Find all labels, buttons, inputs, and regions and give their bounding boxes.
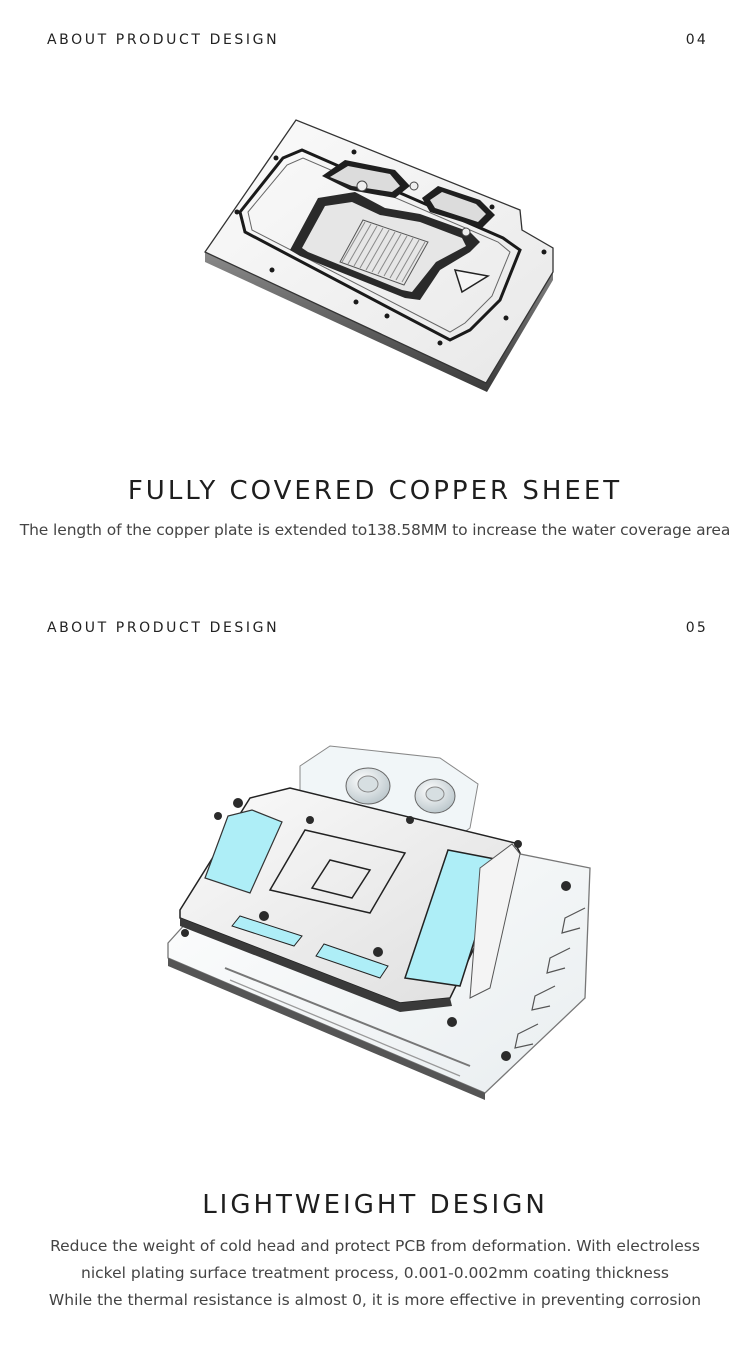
- section-lightweight-design: ABOUT PRODUCT DESIGN 05: [0, 588, 750, 1358]
- copper-plate-image: [204, 119, 554, 392]
- section-number: 05: [685, 620, 708, 636]
- section-eyebrow: ABOUT PRODUCT DESIGN: [47, 620, 280, 636]
- section-copper-sheet: ABOUT PRODUCT DESIGN 04: [0, 0, 750, 588]
- section-title: FULLY COVERED COPPER SHEET: [127, 476, 623, 506]
- description-line: nickel plating surface treatment process…: [81, 1264, 669, 1282]
- description-line: Reduce the weight of cold head and prote…: [50, 1237, 700, 1255]
- water-block-image: [167, 745, 591, 1100]
- section-description: Reduce the weight of cold head and prote…: [0, 1233, 750, 1314]
- section-title: LIGHTWEIGHT DESIGN: [202, 1190, 548, 1220]
- section-description: The length of the copper plate is extend…: [19, 521, 731, 539]
- section-eyebrow: ABOUT PRODUCT DESIGN: [47, 32, 280, 48]
- section-number: 04: [685, 32, 708, 48]
- description-line: While the thermal resistance is almost 0…: [48, 1291, 702, 1309]
